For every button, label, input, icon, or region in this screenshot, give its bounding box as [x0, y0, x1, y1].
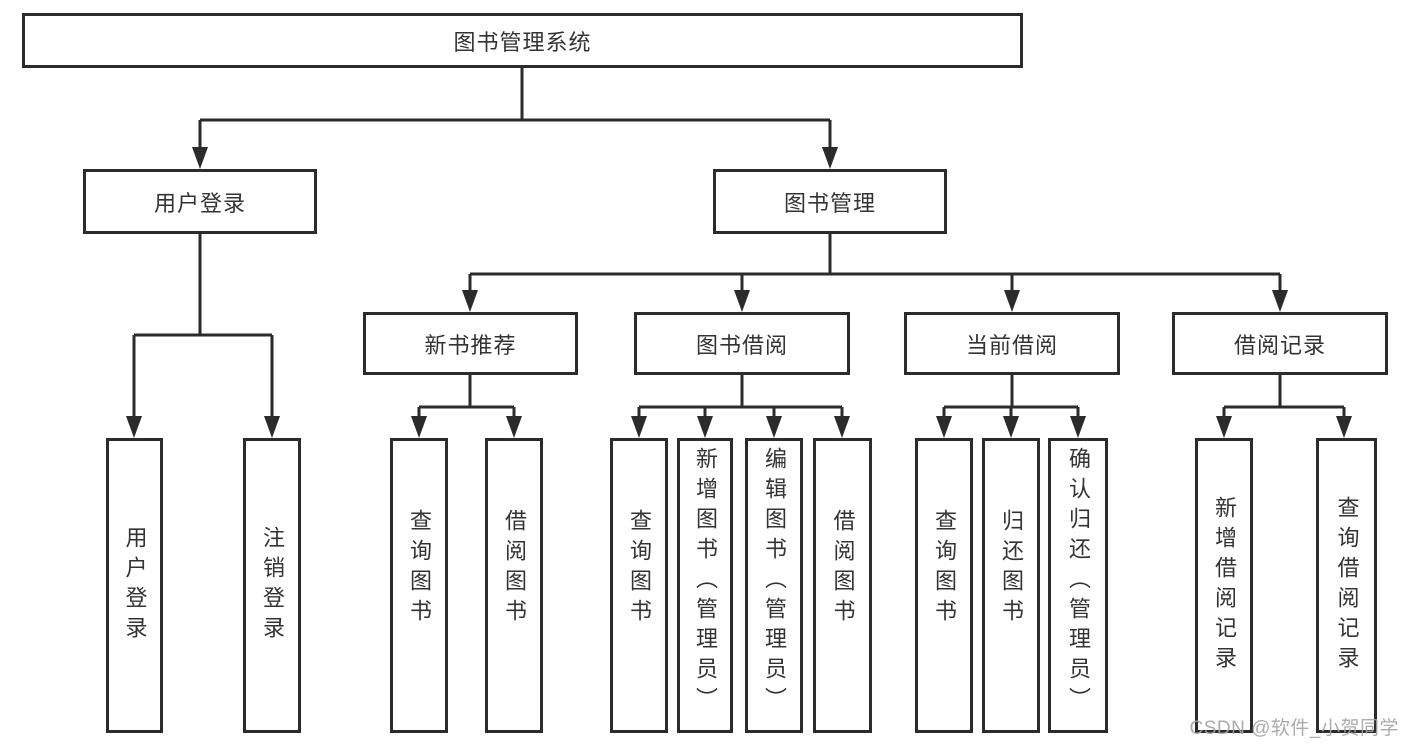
- connector-newbook-branch: [417, 375, 516, 421]
- node-leaf-records-query-label: 查询借阅记录: [1334, 495, 1360, 676]
- node-new-book-rec: 新书推荐: [363, 312, 578, 375]
- node-leaf-borrow-edit: 编辑图书（管理员）: [745, 438, 803, 733]
- node-leaf-current-query-label: 查询图书: [932, 508, 957, 629]
- node-leaf-borrow-add: 新增图书（管理员）: [677, 438, 733, 733]
- node-leaf-borrow-query-label: 查询图书: [627, 508, 652, 629]
- node-leaf-borrow-query: 查询图书: [610, 438, 668, 733]
- node-leaf-records-query: 查询借阅记录: [1316, 438, 1377, 733]
- node-leaf-current-return: 归还图书: [982, 438, 1040, 733]
- node-leaf-newbook-borrow-label: 借阅图书: [502, 508, 527, 629]
- node-current-borrow-label: 当前借阅: [965, 332, 1058, 358]
- node-leaf-logout: 注销登录: [243, 438, 301, 733]
- node-leaf-newbook-query-label: 查询图书: [407, 508, 432, 629]
- node-leaf-records-add: 新增借阅记录: [1195, 438, 1253, 733]
- node-book-borrow-label: 图书借阅: [695, 332, 788, 358]
- node-leaf-borrow-edit-label: 编辑图书（管理员）: [762, 447, 787, 717]
- node-book-borrow: 图书借阅: [634, 312, 850, 375]
- node-borrow-records: 借阅记录: [1172, 312, 1388, 375]
- connector-current-branch: [942, 375, 1080, 421]
- connector-login-branch: [132, 234, 274, 421]
- node-leaf-borrow-borrow-label: 借阅图书: [830, 508, 856, 629]
- connector-root-branch: [198, 68, 832, 152]
- node-book-mgmt-label: 图书管理: [783, 190, 876, 216]
- node-new-book-rec-label: 新书推荐: [424, 332, 517, 358]
- csdn-watermark: CSDN @软件_小贺同学: [1189, 718, 1399, 739]
- node-borrow-records-label: 借阅记录: [1233, 332, 1326, 358]
- node-current-borrow: 当前借阅: [904, 312, 1120, 375]
- node-root: 图书管理系统: [22, 13, 1023, 68]
- node-leaf-newbook-borrow: 借阅图书: [485, 438, 543, 733]
- node-leaf-borrow-add-label: 新增图书（管理员）: [693, 447, 718, 717]
- node-leaf-records-add-label: 新增借阅记录: [1212, 495, 1237, 676]
- node-root-label: 图书管理系统: [453, 29, 592, 55]
- node-leaf-user-login: 用户登录: [106, 438, 163, 733]
- node-user-login-label: 用户登录: [153, 190, 246, 216]
- arrowheads: [126, 147, 1352, 438]
- node-leaf-current-query: 查询图书: [915, 438, 973, 733]
- node-leaf-newbook-query: 查询图书: [390, 438, 448, 733]
- node-leaf-current-return-label: 归还图书: [999, 508, 1024, 629]
- node-leaf-user-login-label: 用户登录: [122, 525, 148, 646]
- connector-mgmt-branch: [468, 234, 1282, 295]
- node-user-login: 用户登录: [83, 169, 317, 234]
- node-leaf-current-confirm-label: 确认归还（管理员）: [1066, 447, 1091, 717]
- node-leaf-borrow-borrow: 借阅图书: [813, 438, 872, 733]
- connector-borrow-branch: [637, 375, 844, 421]
- node-leaf-logout-label: 注销登录: [260, 525, 285, 646]
- node-leaf-current-confirm: 确认归还（管理员）: [1048, 438, 1108, 733]
- node-book-mgmt: 图书管理: [713, 169, 947, 234]
- connector-records-branch: [1222, 375, 1346, 421]
